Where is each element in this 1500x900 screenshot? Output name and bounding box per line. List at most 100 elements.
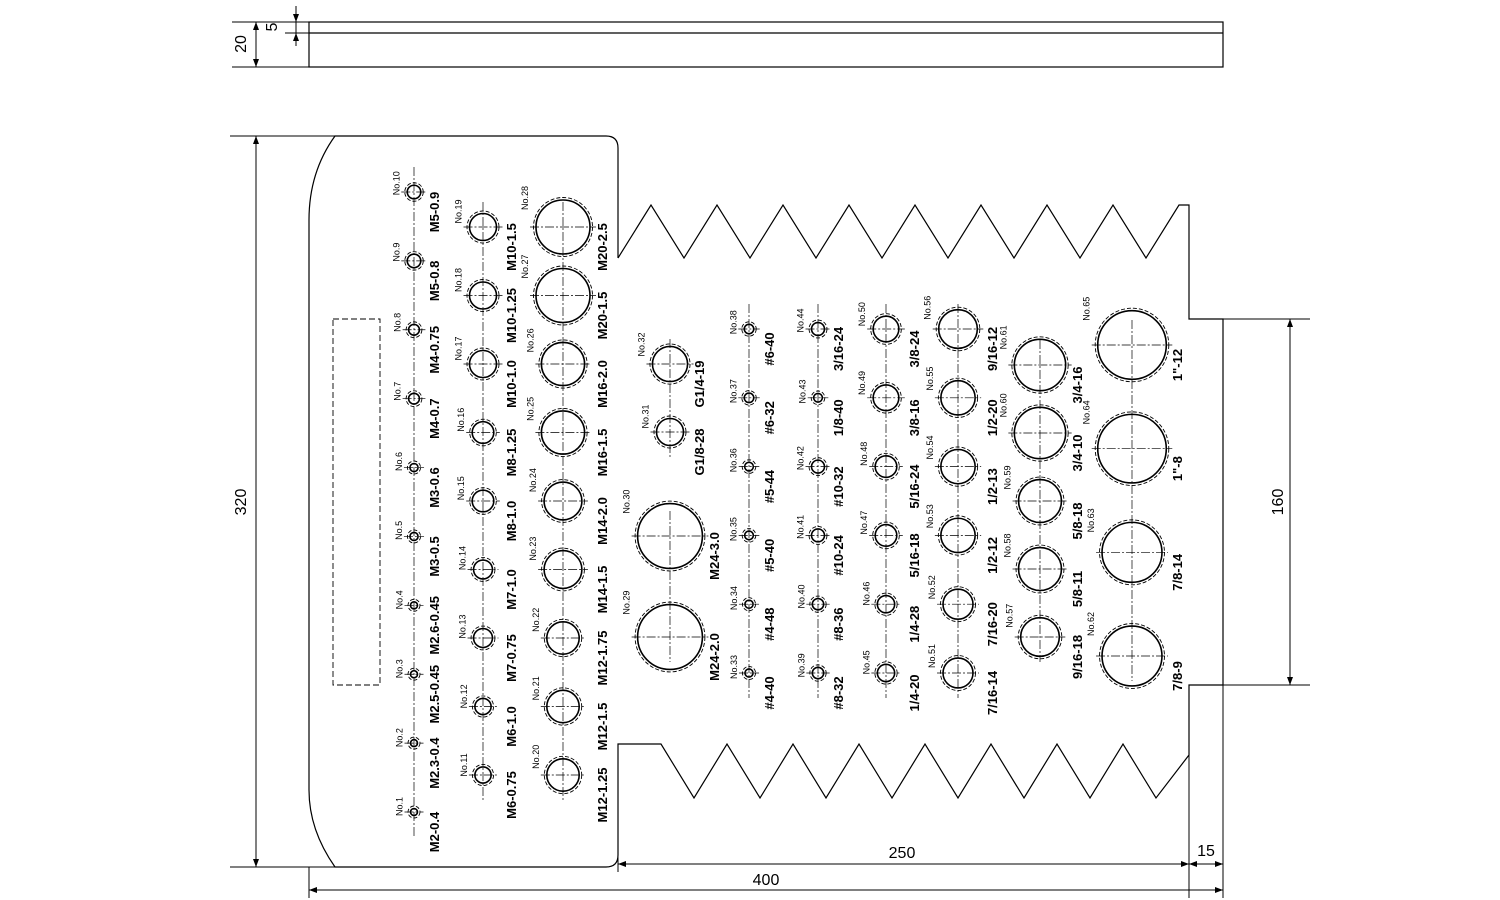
thread-hole: No.627/8-9 — [1086, 612, 1185, 691]
thread-hole: No.41#10-24 — [796, 515, 846, 576]
thread-hole: No.7M4-0.7 — [393, 382, 442, 439]
thread-hole: No.579/16-18 — [1005, 604, 1085, 679]
hole-number: No.15 — [456, 476, 466, 500]
dim-label-160: 160 — [1270, 489, 1287, 516]
thread-hole: No.541/2-13 — [925, 435, 1000, 505]
hole-size-label: #5-40 — [762, 539, 777, 572]
hole-number: No.53 — [925, 504, 935, 528]
hole-size-label: M10-1.0 — [504, 360, 519, 408]
hole-number: No.10 — [391, 171, 401, 195]
thread-hole: No.443/16-24 — [796, 309, 846, 372]
hole-number: No.43 — [798, 379, 808, 403]
thread-hole: No.35#5-40 — [729, 517, 777, 572]
hole-size-label: #4-48 — [762, 608, 777, 641]
hole-size-label: 3/4-10 — [1070, 435, 1085, 472]
thread-circle — [543, 618, 583, 658]
hole-size-label: 1"-8 — [1170, 456, 1185, 481]
hole-number: No.60 — [998, 393, 1008, 417]
thread-hole: No.585/8-11 — [1003, 534, 1085, 608]
hole-size-label: M10-1.25 — [504, 288, 519, 343]
hole-size-label: M16-1.5 — [595, 429, 610, 477]
hole-number: No.30 — [622, 490, 632, 514]
thread-hole: No.9M5-0.8 — [391, 243, 442, 301]
hole-number: No.57 — [1005, 604, 1015, 628]
hole-size-label: M3-0.6 — [427, 467, 442, 507]
hole-number: No.32 — [636, 332, 646, 356]
hole-number: No.65 — [1082, 297, 1092, 321]
hole-number: No.8 — [393, 313, 403, 332]
hole-size-label: 7/8-9 — [1170, 661, 1185, 691]
hole-size-label: M8-1.0 — [504, 501, 519, 541]
thread-hole: No.60 3/4-10 — [998, 393, 1085, 471]
hole-number: No.25 — [525, 397, 535, 421]
thread-hole: No.517/16-14 — [927, 644, 1000, 715]
thread-hole: No.49 3/8-16 — [857, 371, 922, 436]
hole-size-label: M7-0.75 — [504, 634, 519, 682]
hole-number: No.18 — [454, 268, 464, 292]
side-view-bar — [308, 21, 1224, 68]
thread-circle — [543, 755, 583, 795]
hole-size-label: M3-0.5 — [427, 536, 442, 576]
thread-hole: No.431/8-40 — [798, 379, 846, 436]
thread-hole: No.613/4-16 — [998, 325, 1085, 403]
hole-size-label: #10-32 — [831, 466, 846, 506]
thread-hole: No.531/2-12 — [925, 504, 1000, 574]
thread-hole: No.2 M2.3-0.4 — [395, 728, 443, 789]
thread-hole: No.475/16-18 — [859, 511, 922, 578]
hole-number: No.46 — [861, 582, 871, 606]
hole-size-label: 3/16-24 — [831, 326, 846, 371]
hole-number: No.34 — [729, 586, 739, 610]
hole-number: No.49 — [857, 371, 867, 395]
hole-number: No.38 — [728, 310, 738, 334]
thread-hole: No.34 #4-48 — [729, 586, 777, 641]
thread-circle — [1099, 519, 1165, 586]
hole-size-label: 5/16-18 — [907, 533, 922, 577]
hole-size-label: M2-0.4 — [427, 811, 442, 852]
hole-size-label: #10-24 — [831, 534, 846, 575]
hole-size-label: #4-40 — [762, 676, 777, 709]
hole-size-label: M12-1.25 — [595, 768, 610, 823]
thread-hole: No.485/16-24 — [859, 442, 922, 509]
hole-number: No.3 — [395, 659, 405, 678]
hole-size-label: M2.3-0.4 — [427, 737, 442, 789]
thread-circle — [1011, 404, 1069, 462]
hole-number: No.36 — [729, 448, 739, 472]
hole-size-label: 1/4-20 — [907, 675, 922, 712]
thread-hole: No.40#8-36 — [796, 585, 846, 641]
hole-size-label: M8-1.25 — [504, 429, 519, 477]
hole-number: No.2 — [395, 728, 405, 747]
hole-size-label: #6-32 — [762, 401, 777, 434]
thread-hole: No.503/8-24 — [857, 302, 922, 367]
hole-size-label: 7/16-14 — [985, 670, 1000, 715]
hole-number: No.27 — [520, 254, 530, 278]
hole-number: No.20 — [531, 745, 541, 769]
thread-hole: No.1M2-0.4 — [395, 797, 443, 852]
hole-number: No.7 — [393, 382, 403, 401]
thread-circle — [543, 687, 583, 726]
hole-size-label: G1/4-19 — [692, 361, 707, 408]
hole-number: No.6 — [394, 452, 404, 471]
hole-size-label: M4-0.75 — [427, 326, 442, 374]
hole-number: No.26 — [525, 328, 535, 352]
hole-size-label: #8-32 — [831, 676, 846, 709]
hole-size-label: 3/8-16 — [907, 399, 922, 436]
thread-hole: No.527/16-20 — [927, 575, 1000, 646]
hole-size-label: M2.6-0.45 — [427, 596, 442, 655]
hole-number: No.23 — [528, 537, 538, 561]
hole-number: No.14 — [458, 546, 468, 570]
hole-size-label: 5/8-11 — [1070, 571, 1085, 607]
thread-hole: No.5M3-0.5 — [394, 521, 442, 577]
